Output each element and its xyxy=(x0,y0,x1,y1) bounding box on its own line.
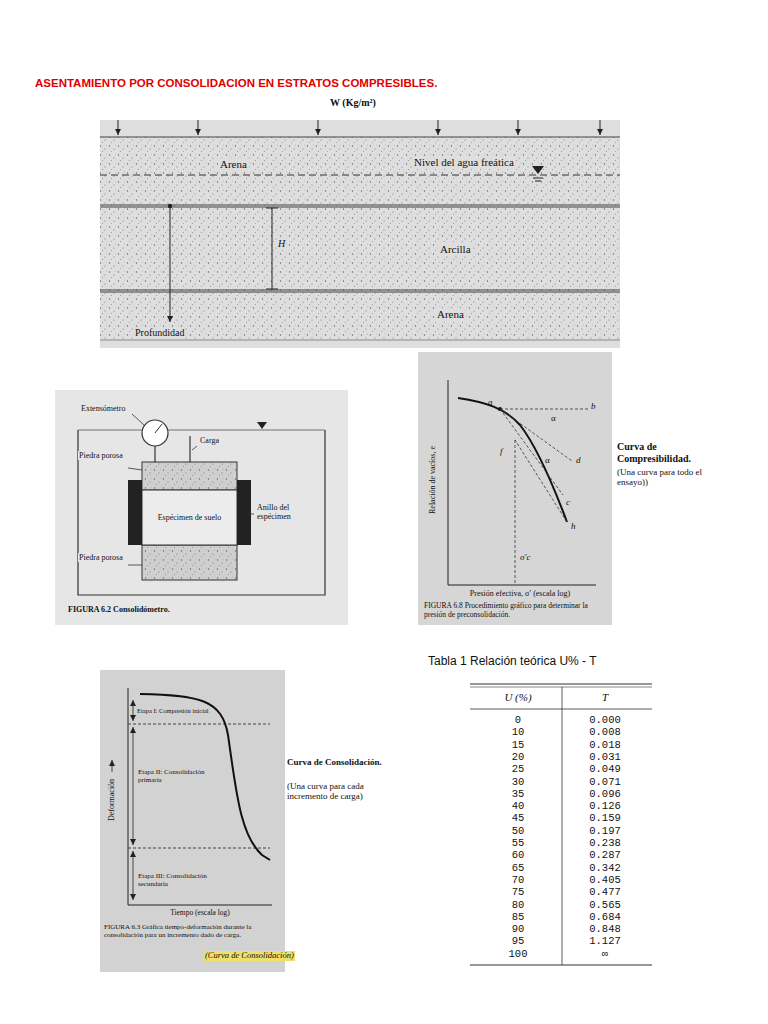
angle-label: α xyxy=(551,413,556,423)
table-cell: 25 xyxy=(512,763,525,775)
table-cell: 0.071 xyxy=(589,776,621,788)
table-header: U (%) xyxy=(504,691,531,704)
stage-label: Etapa I: Compresión inicial xyxy=(136,707,210,714)
load-label: W (Kg/m²) xyxy=(330,97,376,109)
side-note: Curva de Consolidación. xyxy=(287,757,387,767)
table-cell: 0.049 xyxy=(589,763,621,775)
table-cell: 15 xyxy=(512,739,525,751)
table-cell: 35 xyxy=(512,788,525,800)
table-cell: 10 xyxy=(512,726,525,738)
point-letter: c xyxy=(566,497,570,507)
table-cell: 0.287 xyxy=(589,849,621,861)
soil-profile xyxy=(100,120,620,348)
table-cell: 1.127 xyxy=(589,935,621,947)
table-cell: 0 xyxy=(515,714,521,726)
table-cell: ∞ xyxy=(602,948,608,960)
part-label: Piedra porosa xyxy=(78,451,128,460)
table-cell: 60 xyxy=(512,849,525,861)
page-title: ASENTAMIENTO POR CONSOLIDACION EN ESTRAT… xyxy=(35,77,437,90)
layer-name: Espécimen de suelo xyxy=(156,513,224,522)
stage-label: Etapa III: Consolidación secundaria xyxy=(137,872,219,888)
table-cell: 0.096 xyxy=(589,788,621,800)
compressibility-figure xyxy=(418,352,612,625)
side-note: (Una curva para todo el ensayo)) xyxy=(617,467,717,488)
dimension-label: H xyxy=(277,238,286,250)
table-cell: 0.565 xyxy=(589,899,621,911)
table-cell: 30 xyxy=(512,776,525,788)
table-cell: 75 xyxy=(512,886,525,898)
part-label: Carga xyxy=(199,436,220,445)
table-cell: 40 xyxy=(512,800,525,812)
figure-caption: FIGURA 6.2 Consolidómetro. xyxy=(68,605,170,614)
table-cell: 0.405 xyxy=(589,874,621,886)
soil-layer: Arena Nivel del agua freática xyxy=(100,138,620,205)
table-cell: 0.031 xyxy=(589,751,621,763)
table-header: T xyxy=(602,691,608,704)
table-cell: 0.342 xyxy=(589,862,621,874)
layer-name: Arena xyxy=(435,308,466,321)
table-cell: 0.008 xyxy=(589,726,621,738)
table-cell: 0.126 xyxy=(589,800,621,812)
table-cell: 65 xyxy=(512,862,525,874)
stage-label: Etapa II: Consolidación primaria xyxy=(137,768,217,784)
axis-label: Tiempo (escala log) xyxy=(170,909,230,918)
side-note: Curva de Compresibilidad. xyxy=(617,441,717,464)
angle-label: α xyxy=(545,455,550,465)
layer-name: Arena xyxy=(218,158,249,171)
table-cell: 0.848 xyxy=(589,923,621,935)
table-cell: 20 xyxy=(512,751,525,763)
soil-layer: Arcilla xyxy=(100,207,620,290)
point-letter: a xyxy=(488,397,493,407)
point-letter: h xyxy=(571,521,576,531)
layer-name: Arcilla xyxy=(438,243,473,256)
table-cell: 0.197 xyxy=(589,825,621,837)
handwritten-note: (Curva de Consolidación) xyxy=(204,951,295,961)
table-cell: 90 xyxy=(512,923,525,935)
consolidometer-figure xyxy=(55,390,348,625)
table-cell: 0.238 xyxy=(589,837,621,849)
layer-name: Nivel del agua freática xyxy=(412,156,516,169)
table-rules xyxy=(470,684,652,965)
table-cell: 0.018 xyxy=(589,739,621,751)
table-cell: 70 xyxy=(512,874,525,886)
table-cell: 0.159 xyxy=(589,812,621,824)
soil-specimen: Espécimen de suelo xyxy=(142,490,237,545)
table-cell: 0.000 xyxy=(589,714,621,726)
consolidation-figure xyxy=(100,670,285,972)
point-letter: σ′c xyxy=(519,552,531,562)
axis-label: Deformación xyxy=(107,779,116,821)
table-cell: 85 xyxy=(512,911,525,923)
part-label: Piedra porosa xyxy=(78,553,128,562)
table-cell: 50 xyxy=(512,825,525,837)
depth-label: Profundidad xyxy=(134,327,185,339)
table-cell: 80 xyxy=(512,899,525,911)
table-cell: 100 xyxy=(509,948,528,960)
part-label: Extensómetro xyxy=(80,404,126,413)
axis-label: Presión efectiva, σ′ (escala log) xyxy=(470,589,570,598)
axis-label: Relación de vacíos, e xyxy=(428,446,437,514)
table-cell: 0.684 xyxy=(589,911,621,923)
table-cell: 0.477 xyxy=(589,886,621,898)
table-cell: 95 xyxy=(512,935,525,947)
figure-caption: FIGURA 6.3 Gráfica tiempo-deformación du… xyxy=(104,923,279,939)
table-title: Tabla 1 Relación teórica U% - T xyxy=(428,655,597,669)
point-letter: d xyxy=(576,455,581,465)
table-cell: 45 xyxy=(512,812,525,824)
point-letter: f xyxy=(500,446,503,456)
part-label: Anillo del espécimen xyxy=(256,503,310,521)
figure-caption: FIGURA 6.8 Procedimiento gráfico para de… xyxy=(424,602,606,619)
table-cell: 55 xyxy=(512,837,525,849)
side-note: (Una curva para cada incremento de carga… xyxy=(287,781,387,802)
point-letter: b xyxy=(591,401,596,411)
